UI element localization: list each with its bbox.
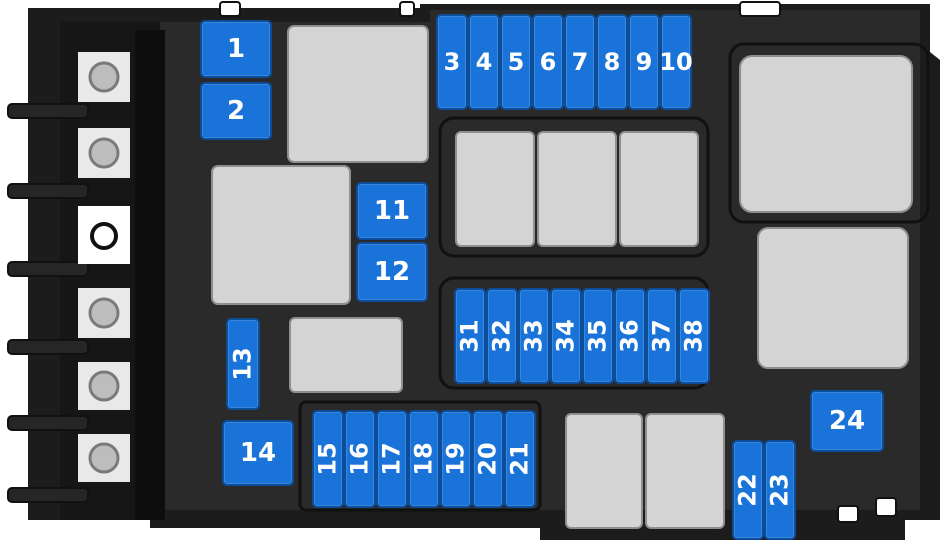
bracket-prongs	[7, 103, 89, 503]
fuse-label: 35	[584, 319, 612, 353]
fuse-34: 34	[550, 288, 582, 384]
relay-c	[455, 131, 535, 247]
fuse-20: 20	[472, 410, 504, 508]
fuse-8: 8	[596, 14, 628, 110]
fuse-21: 21	[504, 410, 536, 508]
fuse-4: 4	[468, 14, 500, 110]
fuse-10: 10	[659, 14, 693, 110]
fuse-label: 19	[442, 442, 470, 476]
fuse-label: 2	[226, 96, 246, 126]
relay-g	[757, 227, 909, 369]
fuse-label: 16	[346, 442, 374, 476]
fuse-label: 7	[571, 48, 589, 76]
terminal-bolts	[78, 52, 130, 482]
housing-clips	[219, 1, 897, 523]
fuse-label: 15	[314, 442, 342, 476]
fuse-label: 11	[373, 196, 411, 226]
fuse-32: 32	[486, 288, 518, 384]
fuse-14: 14	[222, 420, 294, 486]
fuse-label: 31	[456, 319, 484, 353]
fuse-label: 14	[239, 438, 277, 468]
fuse-label: 4	[475, 48, 493, 76]
fuse-13: 13	[226, 318, 260, 410]
fuse-label: 24	[828, 406, 866, 436]
fuse-label: 22	[734, 473, 762, 507]
fuse-label: 13	[229, 347, 257, 381]
fuse-label: 23	[766, 473, 794, 507]
fuse-17: 17	[376, 410, 408, 508]
relay-b	[211, 165, 351, 305]
fuse-label: 38	[680, 319, 708, 353]
fuse-7: 7	[564, 14, 596, 110]
fuse-label: 37	[648, 319, 676, 353]
fuse-label: 36	[616, 319, 644, 353]
fuse-33: 33	[518, 288, 550, 384]
fuse-label: 12	[373, 257, 411, 287]
fuse-label: 6	[539, 48, 557, 76]
fuse-24: 24	[810, 390, 884, 452]
fuse-23: 23	[764, 440, 796, 540]
fuse-9: 9	[628, 14, 660, 110]
fuse-label: 20	[474, 442, 502, 476]
fuse-12: 12	[356, 242, 428, 302]
relay-j	[645, 413, 725, 529]
fuse-16: 16	[344, 410, 376, 508]
terminal-strip-edge	[135, 30, 165, 520]
fuse-11: 11	[356, 182, 428, 240]
relay-a	[287, 25, 429, 163]
fuse-label: 8	[603, 48, 621, 76]
fuse-label: 5	[507, 48, 525, 76]
fuse-label: 17	[378, 442, 406, 476]
fuse-label: 33	[520, 319, 548, 353]
relays	[211, 25, 913, 529]
relay-h	[289, 317, 403, 393]
relay-i	[565, 413, 643, 529]
fuse-label: 18	[410, 442, 438, 476]
fuse-19: 19	[440, 410, 472, 508]
relay-f	[739, 55, 913, 213]
fuse-18: 18	[408, 410, 440, 508]
fuse-3: 3	[436, 14, 468, 110]
fuse-37: 37	[646, 288, 678, 384]
fuse-label: 9	[635, 48, 653, 76]
fuse-35: 35	[582, 288, 614, 384]
fuse-22: 22	[732, 440, 764, 540]
relay-d	[537, 131, 617, 247]
relay-e	[619, 131, 699, 247]
fuse-15: 15	[312, 410, 344, 508]
fuse-36: 36	[614, 288, 646, 384]
fuse-label: 34	[552, 319, 580, 353]
fuse-2: 2	[200, 82, 272, 140]
fuse-label: 32	[488, 319, 516, 353]
fuse-label: 1	[226, 34, 246, 64]
fuse-38: 38	[678, 288, 710, 384]
fuse-31: 31	[454, 288, 486, 384]
fuse-6: 6	[532, 14, 564, 110]
fuse-1: 1	[200, 20, 272, 78]
fuse-label: 3	[443, 48, 461, 76]
fuse-label: 21	[506, 442, 534, 476]
fuse-label: 10	[659, 48, 693, 76]
fuse-5: 5	[500, 14, 532, 110]
